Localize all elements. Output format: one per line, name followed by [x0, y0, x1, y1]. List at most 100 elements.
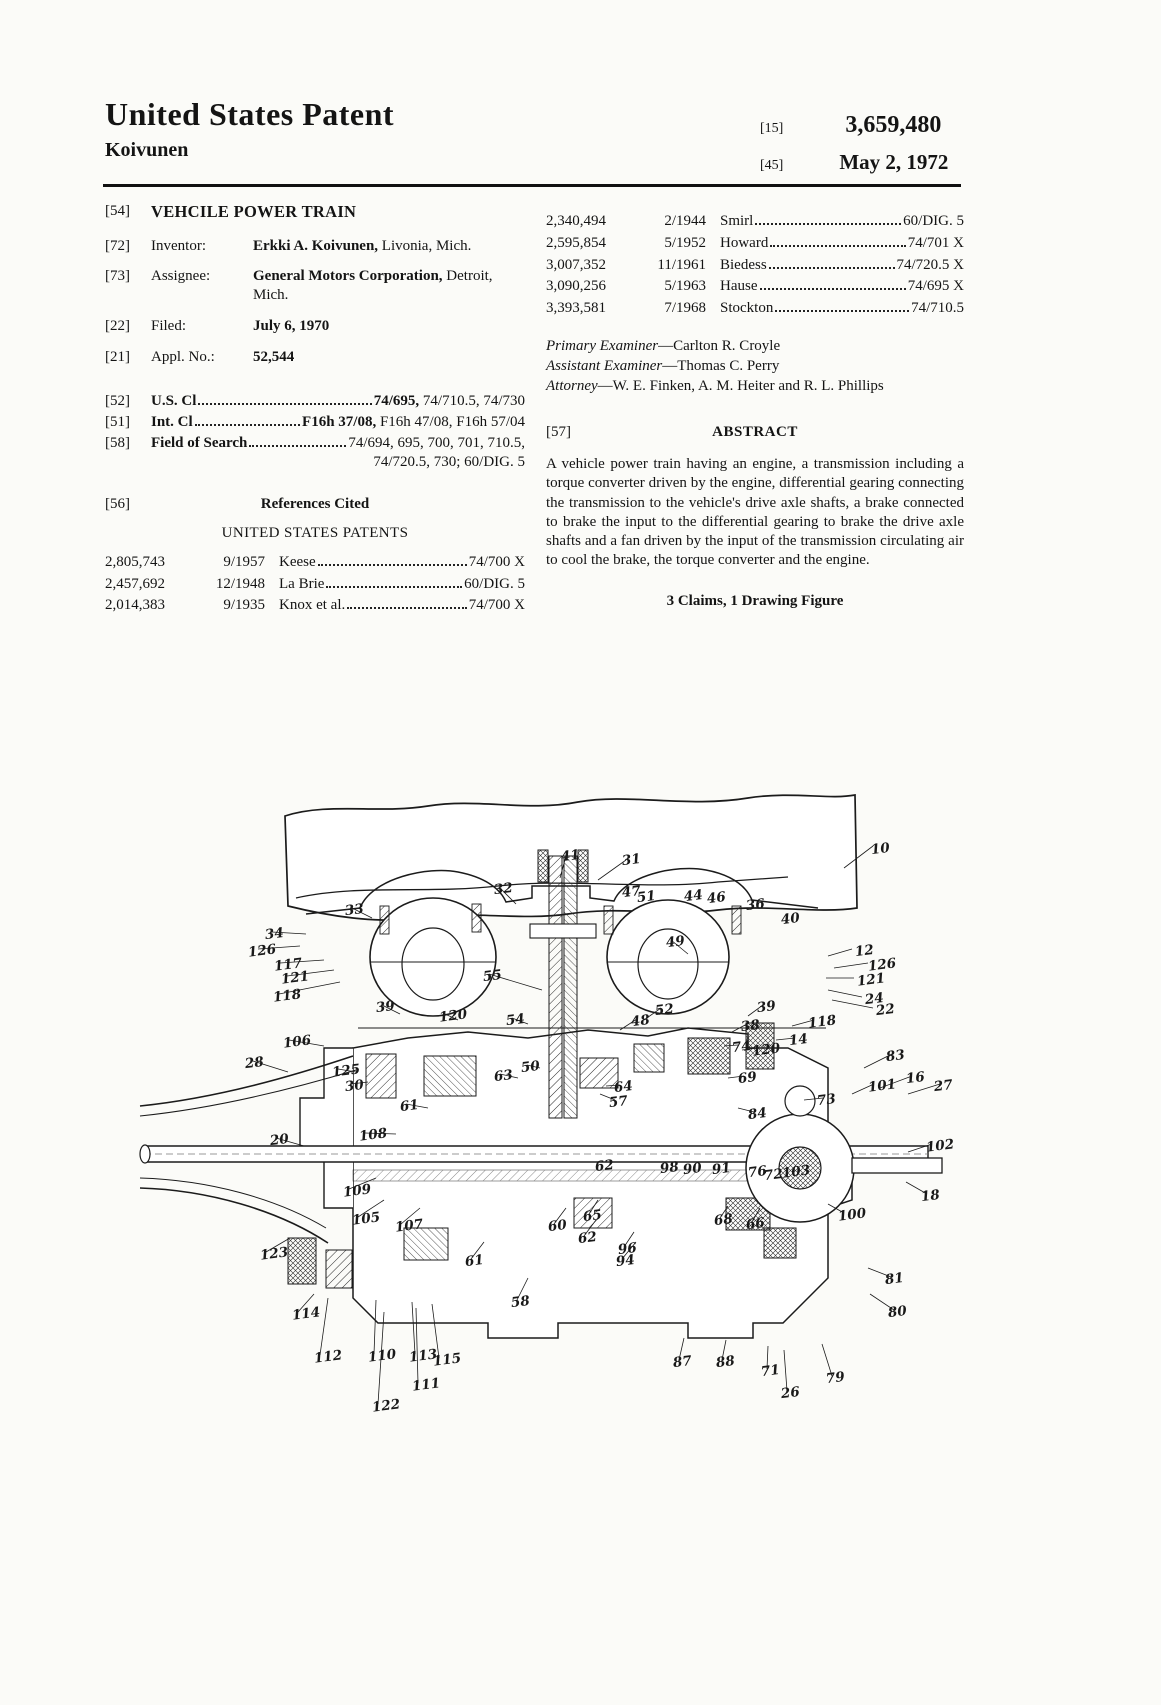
bevel-gear: [784, 1085, 816, 1117]
case-bolt: [603, 905, 614, 935]
ref-date: 5/1952: [664, 234, 706, 251]
int-cl-tag: [51]: [105, 414, 130, 431]
patent-drawing: [139, 793, 943, 1405]
ref-name: Smirl: [720, 213, 754, 229]
field-of-search-row: [58] Field of Search 74/694, 695, 700, 7…: [105, 434, 525, 472]
invention-title: VEHCILE POWER TRAIN: [151, 202, 357, 221]
references-left-list: 2,805,743 9/1957 Keese 74/700 X 2,457,69…: [105, 553, 525, 615]
ref-number: 2,457,692: [105, 575, 165, 592]
torus-right-inner: [637, 928, 699, 1000]
dot-leader: [347, 607, 467, 610]
ref-number: 2,805,743: [105, 553, 165, 570]
brake-pack: [287, 1237, 317, 1285]
us-cl-label: U.S. Cl: [151, 393, 197, 410]
us-cl-row: [52] U.S. Cl 74/695, 74/710.5, 74/730: [105, 392, 525, 411]
primary-examiner-name: Carlton R. Croyle: [673, 337, 781, 354]
case-bolt: [471, 903, 482, 933]
appl-tag: [21]: [105, 348, 130, 365]
us-cl-primary: 74/695,: [373, 393, 420, 410]
date-tag: [45]: [760, 158, 784, 173]
inventor-name: Erkki A. Koivunen,: [253, 237, 379, 254]
assignee-row: [73] Assignee: General Motors Corporatio…: [105, 267, 525, 305]
dot-leader: [249, 444, 347, 447]
assistant-examiner-line: Assistant Examiner—Thomas C. Perry: [546, 356, 964, 376]
input-shaft-right: [563, 855, 578, 1119]
dot-leader: [768, 266, 895, 269]
inventor-city: Livonia, Mich.: [378, 237, 472, 254]
filed-tag: [22]: [105, 317, 130, 334]
title-row: [54] VEHCILE POWER TRAIN: [105, 202, 525, 223]
us-cl-value: U.S. Cl 74/695, 74/710.5, 74/730: [151, 392, 525, 411]
axle-housing-upper: [139, 1055, 354, 1107]
patent-date-block: [45] May 2, 1972: [760, 150, 948, 175]
clutch-pack: [745, 1022, 775, 1070]
dot-leader: [755, 223, 902, 225]
ref-class: 74/701 X: [907, 234, 964, 251]
us-cl-secondary: 74/710.5, 74/730: [419, 393, 525, 410]
ref-class: 60/DIG. 5: [464, 575, 525, 592]
reference-row: 2,340,494 2/1944 Smirl 60/DIG. 5: [546, 212, 964, 231]
abstract-heading: ABSTRACT: [712, 423, 798, 440]
ref-number: 3,090,256: [546, 278, 606, 295]
references-cited-header: [56] References Cited: [105, 495, 525, 514]
abstract-text: A vehicle power train having an engine, …: [546, 456, 964, 569]
ref-date: 9/1957: [223, 553, 265, 570]
primary-examiner-label: Primary Examiner: [546, 337, 659, 354]
references-tag: [56]: [105, 496, 130, 513]
torus-left-inner: [401, 927, 465, 1001]
ref-name: Knox et al.: [279, 597, 346, 614]
ref-class: 74/695 X: [907, 278, 964, 295]
page-title: United States Patent: [105, 96, 395, 132]
references-right-list: 2,340,494 2/1944 Smirl 60/DIG. 5 2,595,8…: [546, 212, 964, 318]
ref-class: 74/710.5: [911, 300, 964, 316]
assignee-tag: [73]: [105, 268, 130, 285]
axle-housing-lower: [139, 1187, 329, 1244]
us-cl-tag: [52]: [105, 393, 130, 410]
reference-row: 2,595,854 5/1952 Howard 74/701 X: [546, 234, 964, 253]
hub-section: [633, 1043, 665, 1073]
ref-name: Howard: [720, 234, 769, 251]
primary-examiner-line: Primary Examiner—Carlton R. Croyle: [546, 336, 964, 356]
patent-number: 3,659,480: [845, 112, 942, 138]
ref-name: La Brie: [279, 575, 325, 592]
ref-name: Keese: [279, 553, 316, 570]
ref-class: 74/700 X: [468, 597, 525, 614]
abstract-header: [57] ABSTRACT: [546, 423, 964, 442]
field-value: Field of Search 74/694, 695, 700, 701, 7…: [151, 434, 525, 472]
appl-row: [21] Appl. No.: 52,544: [105, 348, 525, 367]
filed-label: Filed:: [151, 317, 187, 334]
ref-date: 5/1963: [664, 278, 706, 295]
number-tag: [15]: [760, 121, 784, 136]
us-cl-classes: 74/695, 74/710.5, 74/730: [374, 392, 525, 411]
ref-class: 74/720.5 X: [896, 256, 965, 273]
reference-row: 3,393,581 7/1968 Stockton 74/710.5: [546, 299, 964, 318]
assignee-city: Detroit, Mich.: [253, 268, 493, 304]
differential-pinion: [778, 1146, 822, 1190]
dash: —: [597, 378, 613, 395]
dot-leader: [198, 403, 372, 406]
dash: —: [662, 358, 678, 374]
axle-housing-lower-inner: [139, 1177, 327, 1229]
examiners-block: Primary Examiner—Carlton R. Croyle Assis…: [546, 336, 964, 397]
int-cl-primary: F16h 37/08,: [302, 414, 377, 431]
inventor-surname: Koivunen: [105, 139, 189, 161]
title-tag: [54]: [105, 203, 130, 219]
axle-housing-upper-inner: [139, 1069, 357, 1117]
ref-date: 11/1961: [657, 256, 706, 273]
reference-row: 2,805,743 9/1957 Keese 74/700 X: [105, 553, 525, 572]
ref-number: 2,340,494: [546, 213, 606, 229]
filed-value: July 6, 1970: [253, 317, 330, 334]
ref-class: 60/DIG. 5: [903, 213, 964, 229]
case-left-wall: [299, 1047, 353, 1209]
inventor-row: [72] Inventor: Erkki A. Koivunen, Livoni…: [105, 237, 525, 256]
gear-section: [403, 1227, 449, 1261]
assignee-label: Assignee:: [151, 268, 211, 285]
dot-leader: [317, 563, 467, 566]
assistant-examiner-label: Assistant Examiner: [546, 358, 663, 374]
shaft-bolt-right: [577, 849, 589, 883]
reference-row: 2,014,383 9/1935 Knox et al. 74/700 X: [105, 596, 525, 615]
ref-date: 2/1944: [664, 213, 706, 229]
leader-lines: [252, 845, 941, 1405]
ref-date: 9/1935: [223, 597, 265, 614]
